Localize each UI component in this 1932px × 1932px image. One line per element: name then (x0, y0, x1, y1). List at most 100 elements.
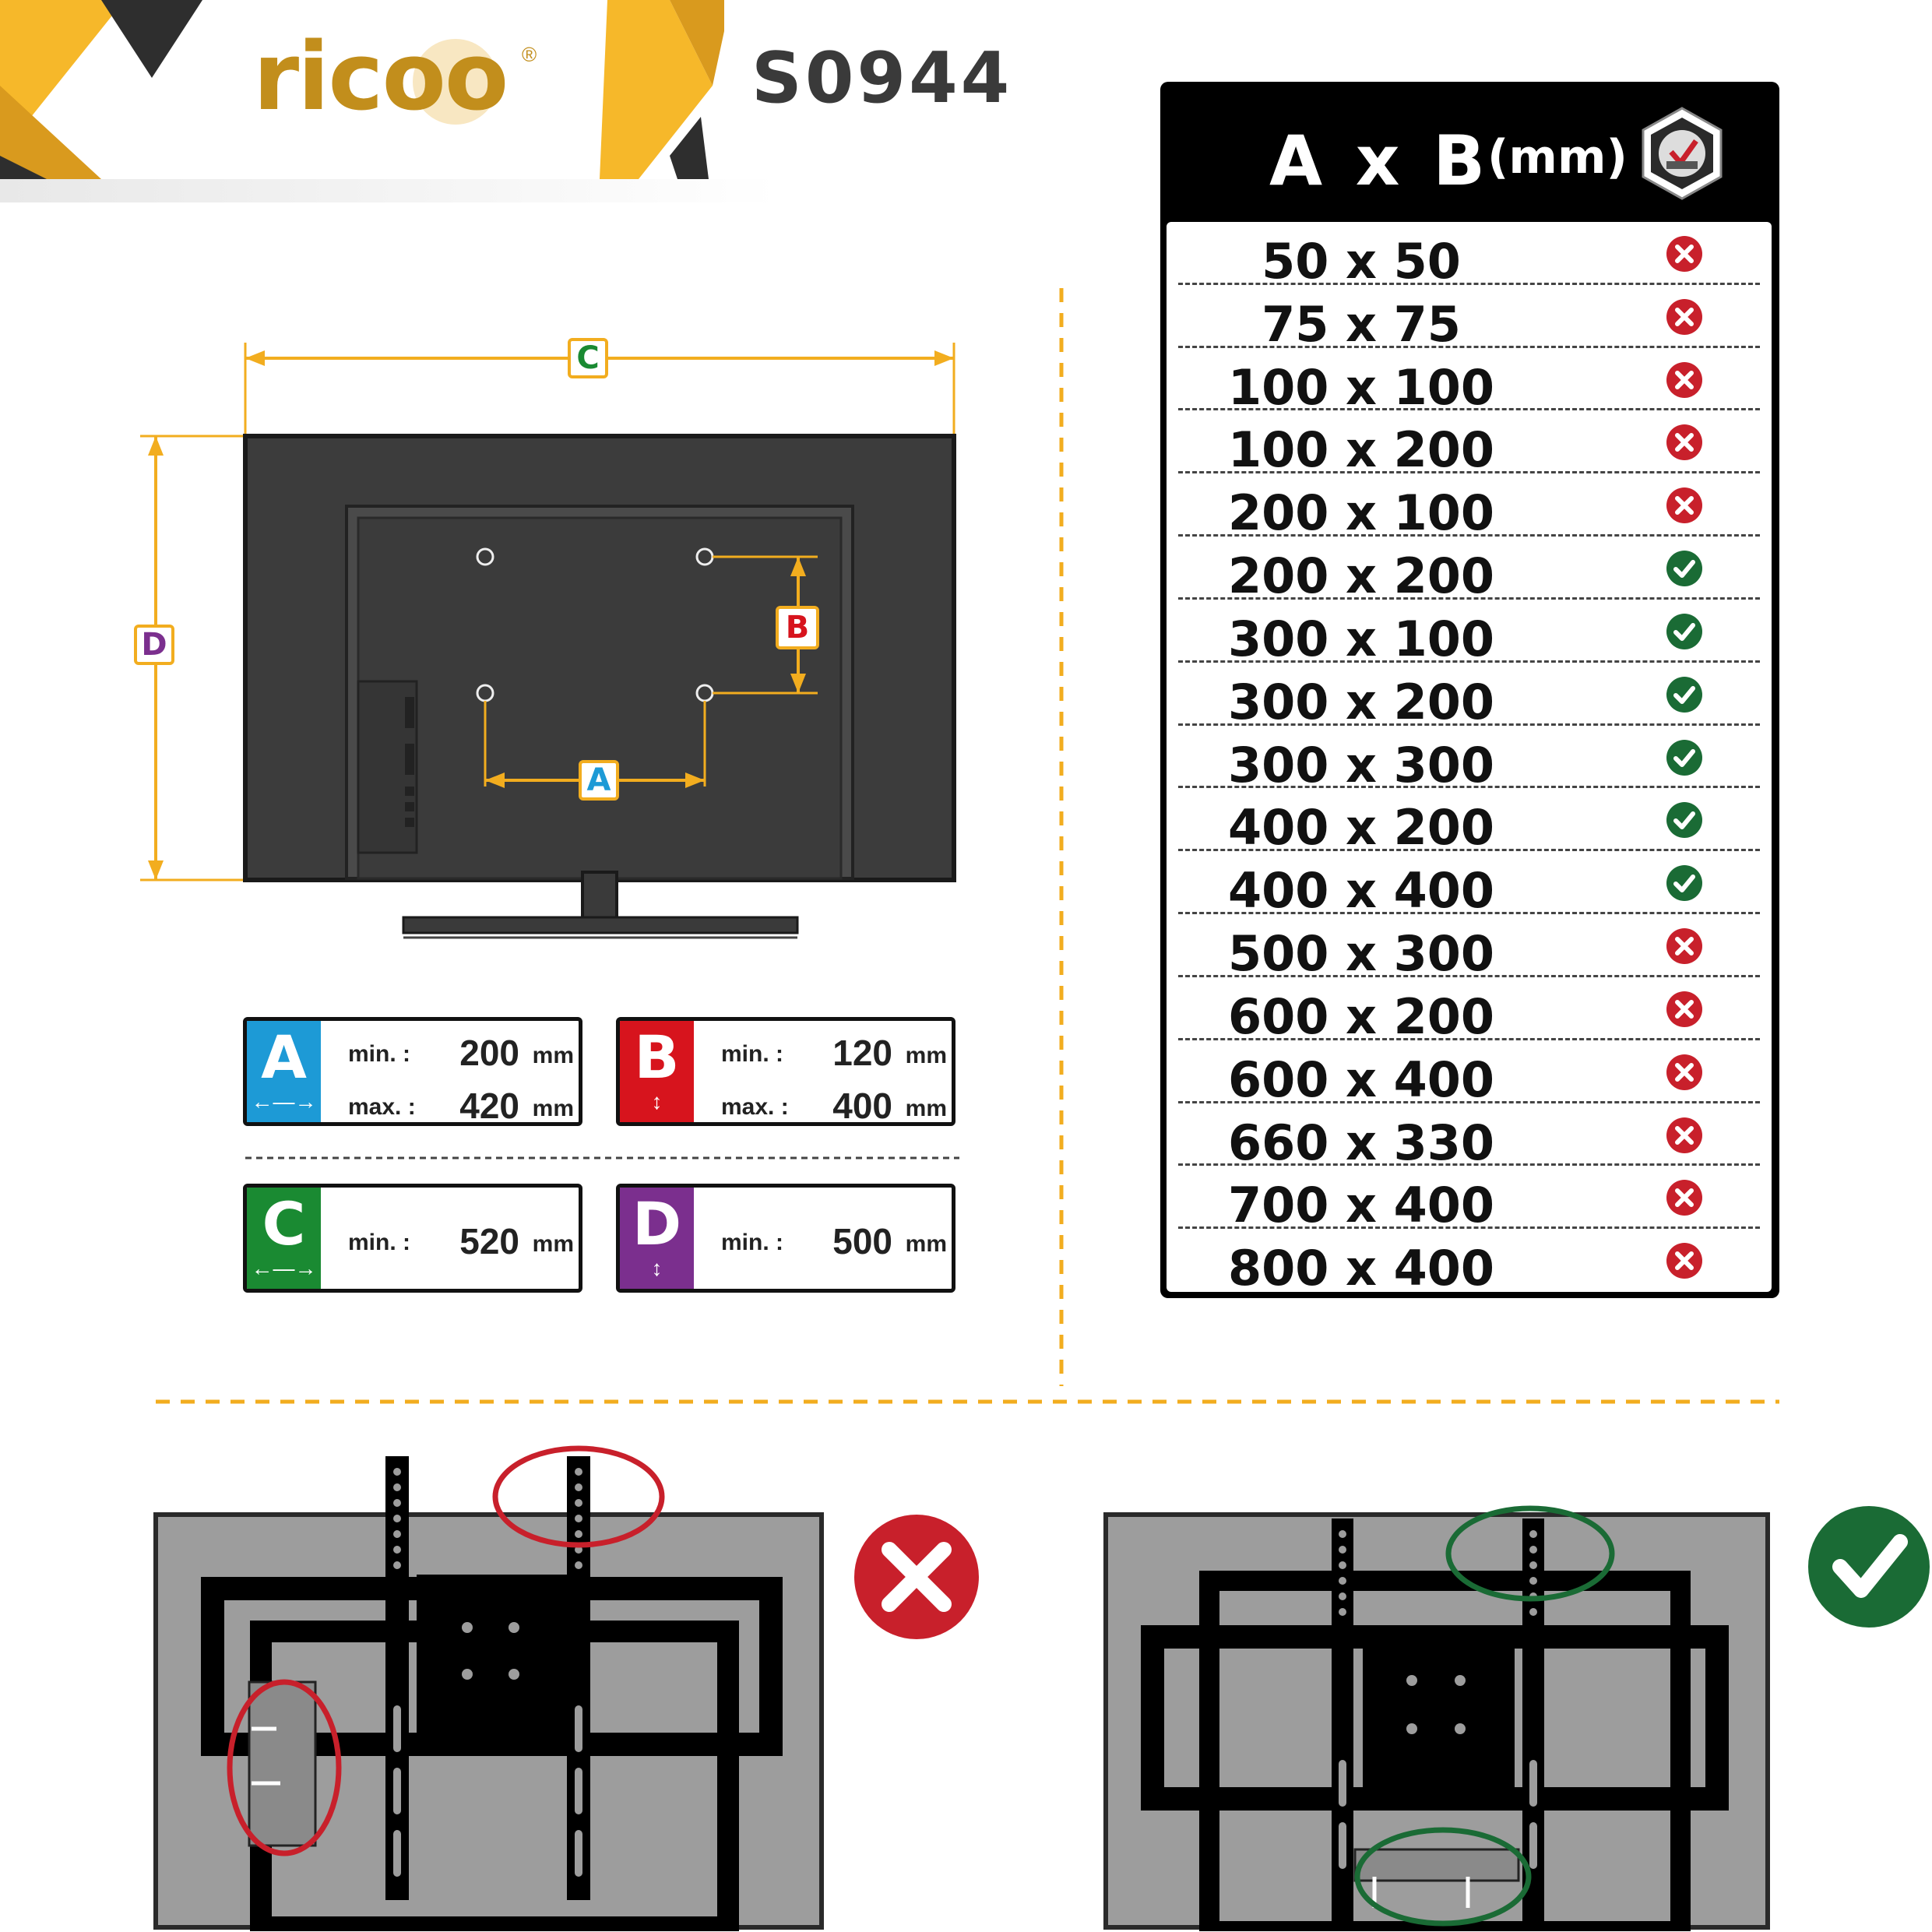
vertical-arrow-icon: ↕ (651, 1256, 663, 1280)
spec-a-min-row: min. : 200 mm (348, 1032, 574, 1073)
table-size-cell: 700 x 400 (1228, 1177, 1494, 1234)
row-divider (1178, 345, 1760, 348)
cross-icon (1666, 1243, 1702, 1279)
registered-mark: ® (522, 43, 537, 66)
cross-icon (1666, 928, 1702, 965)
table-unit: (mm) (1487, 130, 1628, 185)
spec-box-c: C ←—→ min. : 520 mm (243, 1184, 582, 1293)
dimension-a-badge: A (579, 760, 619, 801)
dimension-d-badge: D (134, 625, 174, 665)
table-row: 300 x 200 (1167, 663, 1772, 730)
check-icon (1666, 802, 1702, 839)
spec-a-min-label: min. : (348, 1041, 410, 1067)
table-row: 600 x 400 (1167, 1040, 1772, 1108)
spec-a-max-unit: mm (532, 1096, 574, 1121)
table-row: 400 x 400 (1167, 851, 1772, 919)
spec-b-max-unit: mm (905, 1096, 947, 1121)
table-size-cell: 400 x 200 (1228, 799, 1494, 857)
spec-c-min-row: min. : 520 mm (348, 1220, 574, 1262)
table-size-cell: 800 x 400 (1228, 1240, 1494, 1297)
spec-a-max-row: max. : 420 mm (348, 1085, 574, 1122)
table-row: 600 x 200 (1167, 977, 1772, 1045)
check-icon (1666, 865, 1702, 902)
spec-c-min-value: 520 (459, 1221, 519, 1262)
row-divider (1178, 1226, 1760, 1230)
spec-box-d: D ↕ min. : 500 mm (616, 1184, 955, 1293)
correct-mounting-example (1103, 1505, 1930, 1931)
spec-b-min-row: min. : 120 mm (721, 1032, 947, 1073)
spec-a-max-label: max. : (348, 1094, 416, 1120)
table-size-cell: 100 x 200 (1228, 421, 1494, 479)
table-row: 75 x 75 (1167, 285, 1772, 353)
row-divider (1178, 723, 1760, 726)
spec-d-min-label: min. : (721, 1230, 783, 1255)
vertical-arrow-icon: ↕ (651, 1089, 663, 1114)
table-size-cell: 200 x 200 (1228, 547, 1494, 605)
table-size-cell: 600 x 400 (1228, 1050, 1494, 1108)
spec-d-min-unit: mm (905, 1231, 947, 1257)
dimension-c-badge: C (568, 338, 608, 378)
cross-icon (1666, 1180, 1702, 1216)
spec-box-a: A ←—→ min. : 200 mm max. : 420 mm (243, 1017, 582, 1126)
row-divider (1178, 849, 1760, 852)
row-divider (1178, 1163, 1760, 1167)
table-size-cell: 400 x 400 (1228, 862, 1494, 920)
brand-logo: ricoo (253, 23, 509, 132)
spec-a-min-value: 200 (459, 1033, 519, 1073)
table-row: 100 x 100 (1167, 348, 1772, 416)
table-row: 200 x 100 (1167, 473, 1772, 541)
cross-icon (1666, 1054, 1702, 1090)
table-size-cell: 50 x 50 (1262, 233, 1461, 290)
cross-icon (1666, 361, 1702, 398)
table-row: 660 x 330 (1167, 1103, 1772, 1171)
table-row: 300 x 100 (1167, 600, 1772, 667)
spec-b-max-value: 400 (832, 1086, 892, 1126)
row-divider (1178, 596, 1760, 600)
check-icon (1666, 551, 1702, 587)
cross-icon (1666, 424, 1702, 461)
table-size-cell: 200 x 100 (1228, 484, 1494, 542)
spec-b-min-unit: mm (905, 1043, 947, 1068)
cross-icon (1666, 1117, 1702, 1153)
check-icon (1666, 613, 1702, 649)
spec-letter-d-text: D (632, 1189, 682, 1258)
row-divider (1178, 1100, 1760, 1103)
incorrect-mounting-example (153, 1445, 979, 1931)
table-size-cell: 660 x 330 (1228, 1114, 1494, 1171)
check-icon (1666, 676, 1702, 713)
spec-b-min-value: 120 (832, 1033, 892, 1073)
spec-letter-b: B ↕ (620, 1021, 694, 1122)
table-size-cell: 600 x 200 (1228, 987, 1494, 1045)
cross-icon (1666, 991, 1702, 1027)
table-size-cell: 300 x 200 (1228, 673, 1494, 730)
table-size-cell: 300 x 100 (1228, 610, 1494, 667)
row-divider (1178, 1037, 1760, 1040)
row-divider (1178, 660, 1760, 663)
horizontal-arrow-icon: ←—→ (251, 1256, 317, 1280)
table-row: 200 x 200 (1167, 537, 1772, 604)
spec-letter-a-text: A (261, 1022, 307, 1092)
row-divider (1178, 408, 1760, 411)
table-size-cell: 300 x 300 (1228, 736, 1494, 794)
table-row: 800 x 400 (1167, 1229, 1772, 1297)
spec-letter-d: D ↕ (620, 1188, 694, 1289)
spec-letter-c: C ←—→ (247, 1188, 321, 1289)
row-divider (1178, 282, 1760, 285)
tv-rear-diagram (140, 343, 956, 939)
spec-a-max-value: 420 (459, 1086, 519, 1126)
row-divider (1178, 534, 1760, 537)
spec-a-min-unit: mm (532, 1043, 574, 1068)
spec-d-min-row: min. : 500 mm (721, 1220, 947, 1262)
check-icon (1808, 1506, 1930, 1628)
header-banner (0, 0, 779, 202)
table-title: A x B (1269, 121, 1490, 201)
row-divider (1178, 974, 1760, 977)
table-header: A x B (mm) (1160, 82, 1779, 222)
row-divider (1178, 471, 1760, 474)
horizontal-arrow-icon: ←—→ (251, 1089, 317, 1114)
row-divider (1178, 912, 1760, 915)
cross-icon (1666, 487, 1702, 524)
row-divider (1178, 786, 1760, 789)
table-row: 400 x 200 (1167, 788, 1772, 856)
